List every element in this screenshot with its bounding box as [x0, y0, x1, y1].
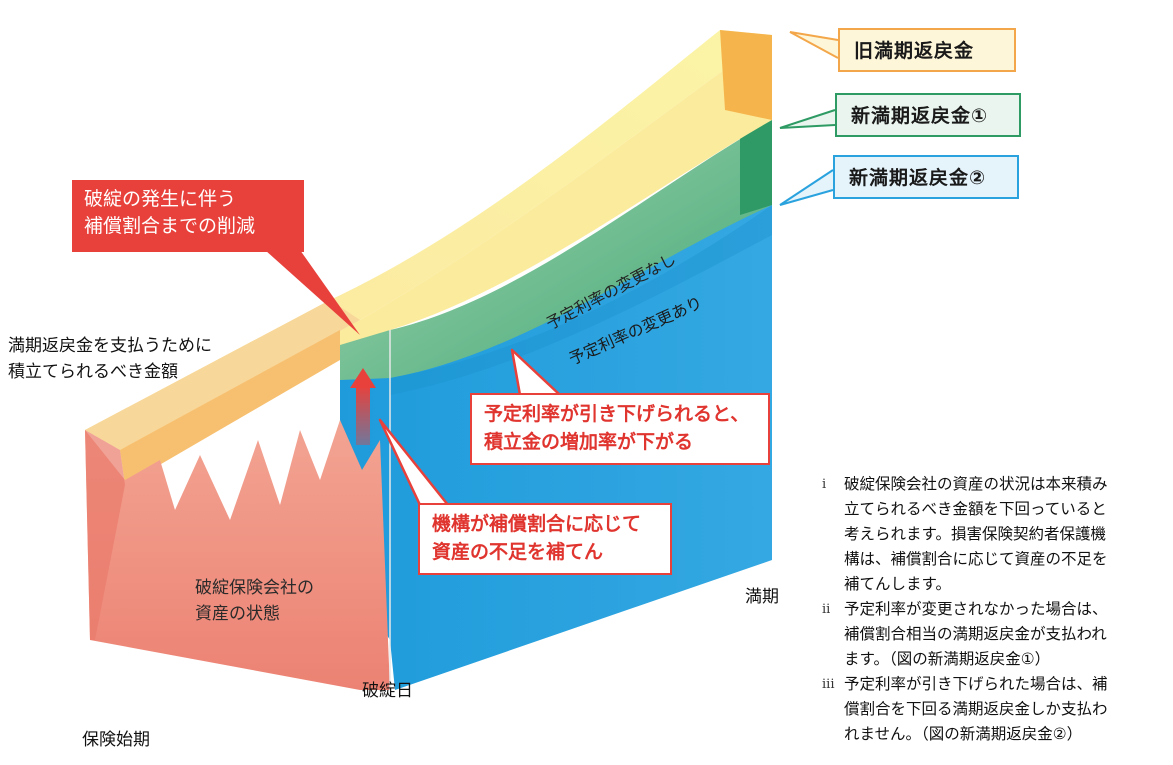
note-3-line-3: れません。（図の新満期返戻金②）	[844, 725, 1083, 743]
note-1: i 破綻保険会社の資産の状況は本来積み 立てられるべき金額を下回っていると 考え…	[822, 472, 1170, 597]
company-assets-line-2: 資産の状態	[195, 604, 280, 624]
blue-top-face	[390, 205, 772, 395]
required-amount-label: 満期返戻金を支払うために 積立てられるべき金額	[8, 333, 212, 385]
old-orange-side	[720, 30, 772, 120]
notes-list: i 破綻保険会社の資産の状況は本来積み 立てられるべき金額を下回っていると 考え…	[822, 472, 1170, 747]
reduction-line-2: 補償割合までの削減	[84, 215, 256, 237]
legend-old-pointer	[789, 31, 839, 59]
rate-down-callout: 予定利率が引き下げられると、 積立金の増加率が下がる	[470, 393, 770, 465]
new1-green-side	[740, 120, 772, 215]
note-3-line-1: 予定利率が引き下げられた場合は、補	[844, 675, 1108, 693]
required-orange-front	[120, 330, 340, 485]
note-3-number: iii	[822, 677, 835, 692]
required-amount-line-2: 積立てられるべき金額	[8, 362, 178, 382]
required-amount-line-1: 満期返戻金を支払うために	[8, 336, 212, 356]
company-assets-label: 破綻保険会社の 資産の状態	[195, 575, 314, 627]
legend-new2-maturity: 新満期返戻金②	[833, 155, 1019, 199]
compensation-line-1: 機構が補償割合に応じて	[432, 513, 642, 535]
note-3: iii 予定利率が引き下げられた場合は、補 償割合を下回る満期返戻金しか支払わ …	[822, 672, 1170, 747]
legend-old-maturity: 旧満期返戻金	[838, 28, 1016, 72]
company-assets-line-1: 破綻保険会社の	[195, 578, 314, 598]
maturity-label: 満期	[745, 587, 779, 607]
legend-new1-text: 新満期返戻金①	[851, 105, 989, 127]
required-orange-band	[85, 300, 360, 450]
reduction-callout: 破綻の発生に伴う 補償割合までの削減	[72, 180, 304, 252]
legend-old-text: 旧満期返戻金	[854, 40, 975, 62]
note-3-line-2: 償割合を下回る満期返戻金しか支払わ	[844, 700, 1108, 718]
assets-pink-side	[85, 430, 125, 640]
assets-pink-block	[85, 420, 390, 690]
note-2: ii 予定利率が変更されなかった場合は、 補償割合相当の満期返戻金が支払われ ま…	[822, 597, 1170, 672]
note-2-number: ii	[822, 602, 831, 617]
note-2-line-3: ます。（図の新満期返戻金①）	[844, 650, 1051, 668]
compensation-line-2: 資産の不足を補てん	[432, 541, 604, 563]
legend-new2-text: 新満期返戻金②	[849, 167, 987, 189]
legend-new1-maturity: 新満期返戻金①	[835, 93, 1021, 137]
note-1-line-1: 破綻保険会社の資産の状況は本来積み	[844, 475, 1108, 493]
failure-date-label: 破綻日	[362, 681, 413, 701]
note-2-line-2: 補償割合相当の満期返戻金が支払われ	[844, 625, 1107, 643]
rate-down-line-1: 予定利率が引き下げられると、	[484, 403, 750, 425]
compensation-callout: 機構が補償割合に応じて 資産の不足を補てん	[418, 503, 672, 575]
legend-new1-pointer	[779, 109, 836, 129]
rate-down-line-2: 積立金の増加率が下がる	[484, 431, 694, 453]
new1-green-band	[340, 120, 772, 380]
note-2-line-1: 予定利率が変更されなかった場合は、	[844, 600, 1108, 618]
note-1-line-5: 補てんします。	[844, 575, 951, 593]
reduction-line-1: 破綻の発生に伴う	[84, 188, 237, 210]
note-1-line-4: 構は、補償割合に応じて資産の不足を	[844, 550, 1108, 568]
reduction-callout-pointer	[265, 250, 360, 335]
compensation-arrow-head	[350, 368, 376, 388]
note-1-line-2: 立てられるべき金額を下回っていると	[844, 500, 1107, 518]
legend-new2-pointer	[779, 169, 834, 206]
note-1-line-3: 考えられます。損害保険契約者保護機	[844, 525, 1106, 543]
start-label: 保険始期	[82, 730, 150, 750]
note-1-number: i	[822, 477, 827, 492]
compensation-arrow-shaft	[356, 385, 370, 445]
